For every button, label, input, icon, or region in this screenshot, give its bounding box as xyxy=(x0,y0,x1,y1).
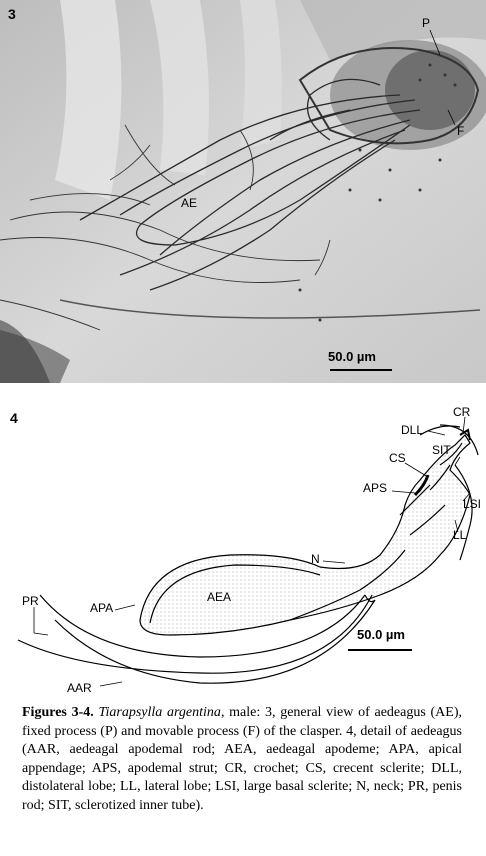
label-cr: CR xyxy=(453,405,471,419)
label-pr: PR xyxy=(22,594,39,608)
aedeagus-line-drawing xyxy=(17,416,479,687)
micrograph-image xyxy=(0,0,486,383)
label-ae: AE xyxy=(181,196,198,210)
label-lsi: LSI xyxy=(463,497,482,511)
label-ll: LL xyxy=(453,528,467,542)
figure-4-number: 4 xyxy=(10,410,18,426)
figure-caption: Figures 3-4. Tiarapsylla argentina, male… xyxy=(22,704,462,815)
label-aar: AAR xyxy=(67,681,92,695)
figure-3-scale-label: 50.0 µm xyxy=(328,349,376,364)
label-apa: APA xyxy=(90,601,114,615)
label-aps: APS xyxy=(363,481,388,495)
label-aea: AEA xyxy=(207,590,232,604)
label-f: F xyxy=(457,124,465,138)
caption-species: Tiarapsylla argentina xyxy=(98,705,221,720)
label-cs: CS xyxy=(389,451,406,465)
label-p: P xyxy=(422,16,431,30)
label-dll: DLL xyxy=(401,423,424,437)
label-sit: SIT xyxy=(432,443,451,457)
figure-3-number: 3 xyxy=(8,6,16,22)
caption-body: , male: 3, general view of aedeagus (AE)… xyxy=(22,705,463,813)
figure-4-scale-label: 50.0 µm xyxy=(357,627,405,642)
caption-prefix: Figures 3-4. xyxy=(22,705,94,720)
label-n: N xyxy=(311,552,320,566)
